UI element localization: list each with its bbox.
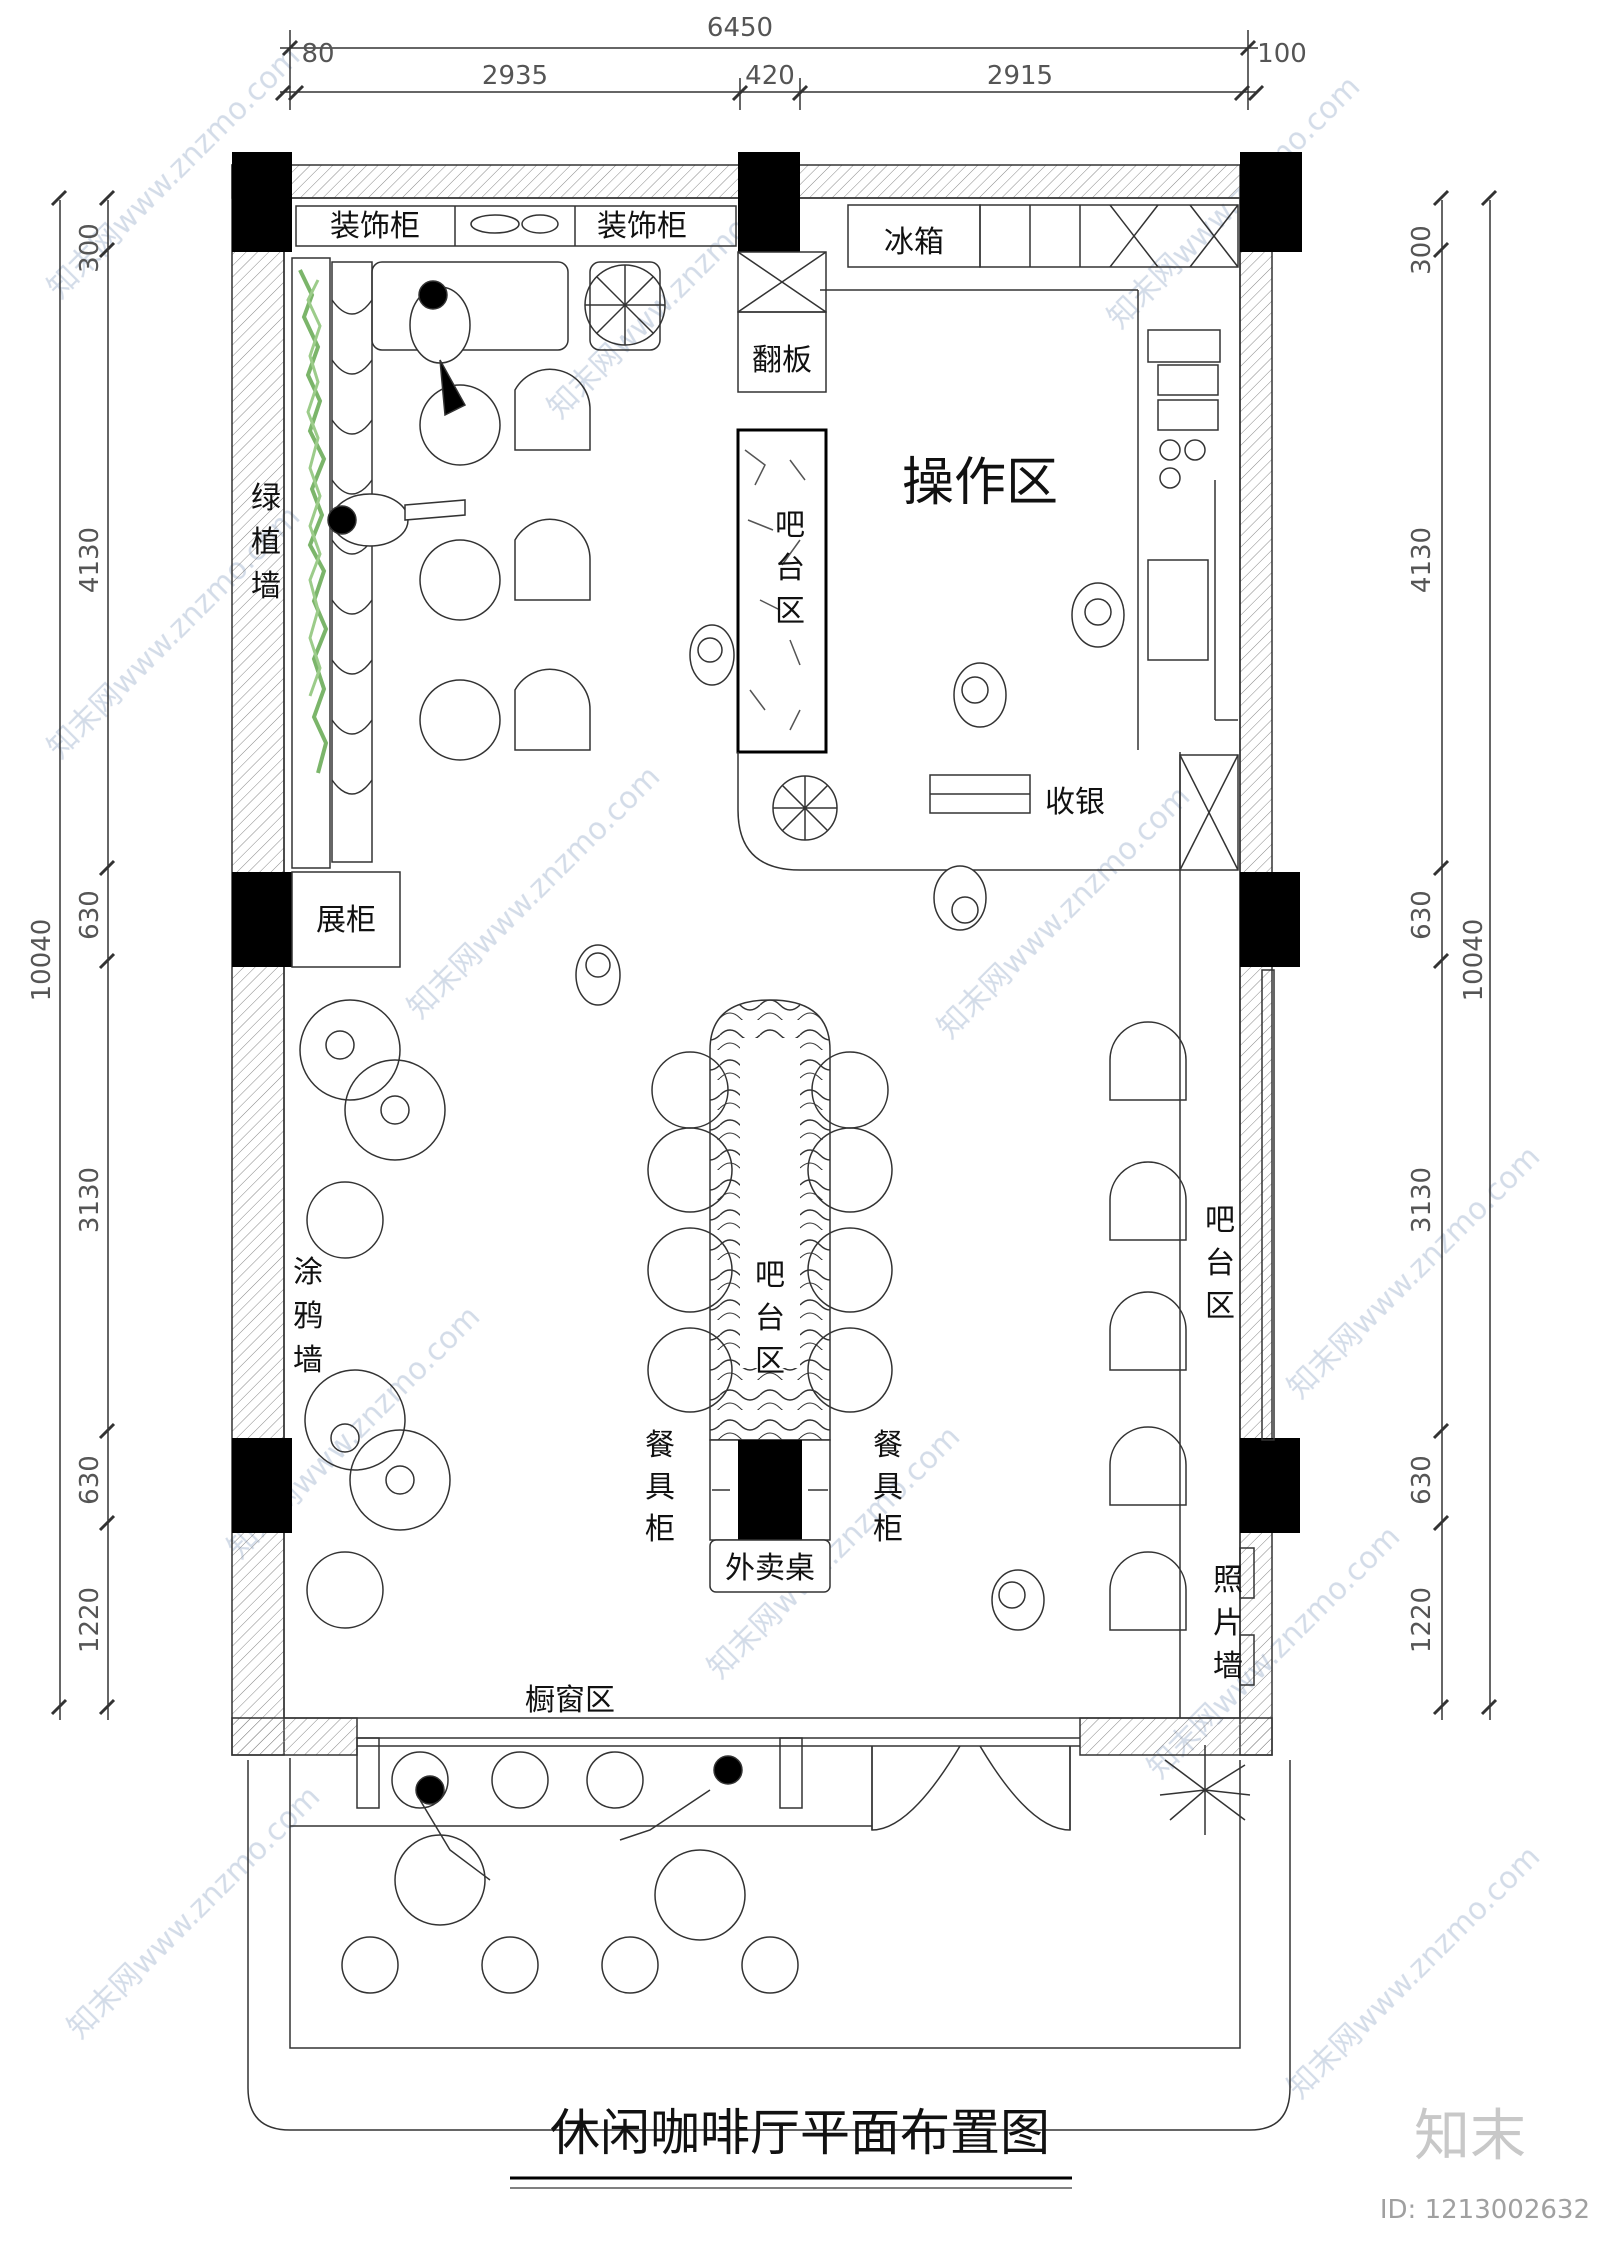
graffiti-wall-label: 墙 — [293, 1343, 323, 1378]
dim-right-seg4: 630 — [1407, 1455, 1437, 1505]
bar-area-label: 吧 — [755, 1258, 785, 1293]
central-bar-chairs — [647, 1051, 893, 1413]
dim-top-total: 6450 — [707, 13, 773, 43]
right-dimensions — [1432, 189, 1498, 1720]
photo-wall-label: 照 — [1213, 1563, 1243, 1598]
window-area-label: 橱窗区 — [525, 1683, 615, 1718]
graffiti-wall-label: 涂 — [293, 1255, 323, 1290]
left-dimensions — [50, 189, 116, 1720]
central-bar-island — [709, 999, 831, 1593]
drawing-title: 休闲咖啡厅平面布置图 — [550, 2104, 1050, 2162]
id-text: ID: 1213002632 — [1380, 2195, 1590, 2225]
dim-right-seg2: 630 — [1407, 890, 1437, 940]
bar-counter-top — [736, 428, 828, 754]
tableware-cabinet-label: 具 — [645, 1470, 675, 1505]
green-wall-label: 绿 — [251, 481, 281, 516]
watermark: 知末网www.znzmo.com — [1101, 69, 1367, 335]
banquette-sofa — [331, 261, 661, 863]
bar-area-label: 区 — [755, 1344, 785, 1379]
dim-top-seg1: 2935 — [482, 61, 548, 91]
operation-area-label: 操作区 — [902, 453, 1058, 513]
dim-top-right-edge: 100 — [1257, 39, 1307, 69]
bar-area-label: 区 — [1205, 1289, 1235, 1324]
display-cabinet-label: 展柜 — [316, 903, 376, 938]
deco-cabinet-label: 装饰柜 — [330, 209, 420, 244]
bar-area-label: 吧 — [1205, 1203, 1235, 1238]
watermark: 知末网www.znzmo.com — [61, 1779, 327, 2045]
top-dimensions — [274, 30, 1265, 110]
dim-left-seg3: 3130 — [75, 1167, 105, 1233]
display-cabinet — [291, 871, 401, 968]
walls — [231, 152, 1302, 1756]
dim-left-total: 10040 — [27, 919, 57, 1002]
right-bar-counter — [1109, 870, 1275, 1718]
bar-area-label: 台 — [775, 551, 805, 586]
flip-board-label: 翻板 — [752, 343, 812, 378]
dim-top-seg2: 420 — [745, 61, 795, 91]
photo-wall-label: 墙 — [1213, 1649, 1243, 1684]
tableware-cabinet-label: 餐 — [645, 1428, 675, 1463]
green-wall-label: 植 — [251, 525, 281, 560]
bar-area-label: 吧 — [775, 508, 805, 543]
kitchen-counters — [820, 204, 1239, 750]
dim-left-seg2: 630 — [75, 890, 105, 940]
dim-right-seg1: 4130 — [1407, 527, 1437, 593]
deco-cabinet-label: 装饰柜 — [597, 209, 687, 244]
tableware-cabinet-label: 餐 — [873, 1428, 903, 1463]
photo-wall-label: 片 — [1213, 1606, 1243, 1641]
graffiti-wall-label: 鸦 — [293, 1299, 323, 1334]
bar-area-label: 台 — [755, 1301, 785, 1336]
dim-left-seg1: 4130 — [75, 527, 105, 593]
tableware-cabinet-label: 具 — [873, 1470, 903, 1505]
dim-right-total: 10040 — [1459, 919, 1489, 1002]
bar-area-label: 区 — [775, 594, 805, 629]
dim-right-seg5: 1220 — [1407, 1587, 1437, 1653]
tableware-cabinet-label: 柜 — [645, 1512, 675, 1547]
bar-area-label: 台 — [1205, 1246, 1235, 1281]
tableware-cabinet-label: 柜 — [873, 1512, 903, 1547]
storefront — [247, 1737, 1291, 2131]
dim-top-left-edge: 80 — [301, 39, 334, 69]
flip-board — [737, 251, 827, 393]
dim-left-top: 300 — [75, 223, 105, 273]
decor-cabinets — [295, 205, 737, 247]
takeaway-table-label: 外卖桌 — [725, 1551, 815, 1586]
left-seating — [419, 264, 666, 761]
watermark: 知末网www.znzmo.com — [401, 759, 667, 1025]
green-wall-label: 墙 — [251, 569, 281, 604]
dim-top-seg3: 2915 — [987, 61, 1053, 91]
green-wall — [291, 257, 331, 869]
fridge-label: 冰箱 — [884, 225, 944, 260]
watermark: 知末网www.znzmo.com — [1281, 1839, 1547, 2105]
people — [327, 280, 1125, 1631]
dim-right-seg3: 3130 — [1407, 1167, 1437, 1233]
dim-right-top: 300 — [1407, 225, 1437, 275]
left-lower-seating — [299, 999, 451, 1629]
dim-left-seg5: 1220 — [75, 1587, 105, 1653]
cashier-counter — [737, 752, 1239, 871]
brand-logo-text: 知末 — [1414, 2104, 1526, 2169]
cashier-label: 收银 — [1045, 785, 1105, 820]
dim-left-seg4: 630 — [75, 1455, 105, 1505]
